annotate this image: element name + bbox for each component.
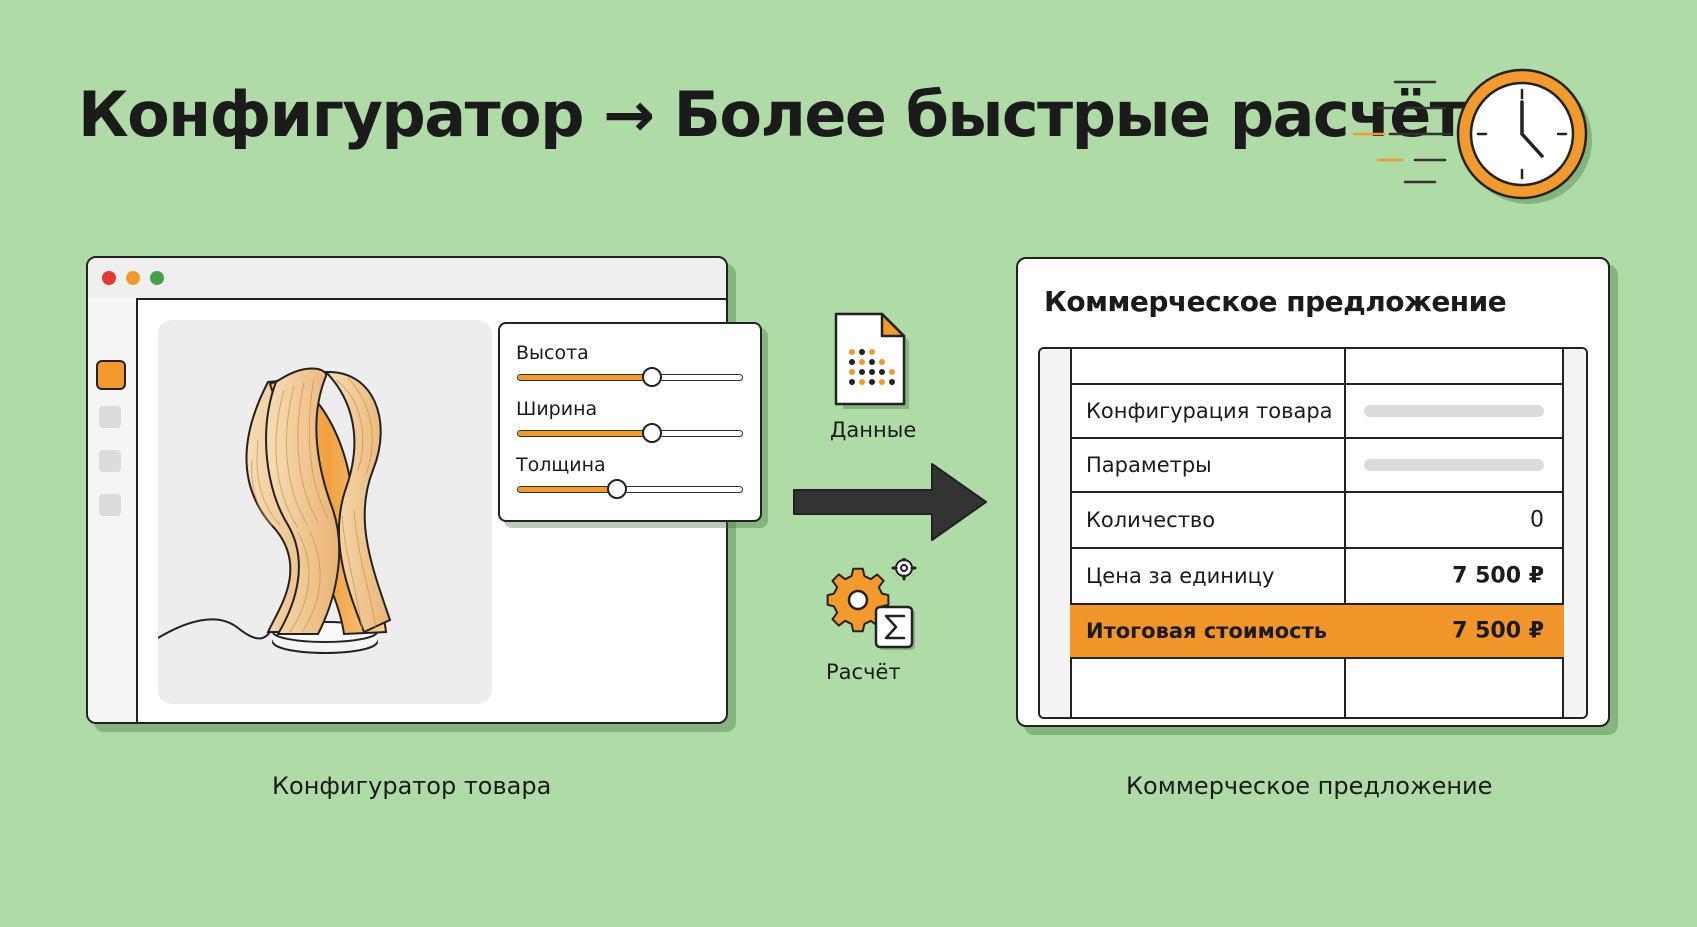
sigma-icon (874, 605, 914, 649)
width-slider-fill (518, 431, 653, 436)
width-slider-thumb[interactable] (642, 423, 663, 443)
caption-configurator: Конфигуратор товара (272, 772, 552, 800)
thickness-slider-thumb[interactable] (606, 479, 627, 499)
slider-label-thickness: Толщина (516, 454, 606, 476)
sidebar-item[interactable] (99, 450, 121, 472)
quantity-value: 0 (1530, 507, 1544, 533)
table-row: Цена за единицу 7 500 ₽ (1070, 549, 1564, 605)
height-slider[interactable] (517, 367, 743, 387)
thickness-slider-fill (518, 487, 617, 492)
gear-icon (826, 558, 917, 650)
quote-title: Коммерческое предложение (1044, 285, 1507, 318)
width-slider[interactable] (517, 423, 743, 443)
page-title: Конфигуратор → Более быстрые расчёты (78, 78, 1520, 151)
total-value: 7 500 ₽ (1452, 618, 1544, 644)
thickness-slider[interactable] (517, 479, 743, 499)
table-empty-row (1070, 659, 1564, 717)
table-row: Параметры (1070, 439, 1564, 493)
row-label: Конфигурация товара (1086, 399, 1333, 423)
slider-label-width: Ширина (516, 398, 598, 420)
total-row: Итоговая стоимость 7 500 ₽ (1070, 605, 1564, 659)
row-label: Количество (1086, 508, 1216, 532)
quote-card: Коммерческое предложение Конфигурация то… (1016, 257, 1610, 727)
table-row: Конфигурация товара (1070, 385, 1564, 439)
data-label: Данные (830, 418, 917, 442)
dimension-sliders-panel: Высота Ширина Толщина (498, 322, 762, 522)
sidebar-item[interactable] (99, 406, 121, 428)
table-header-row (1070, 349, 1564, 385)
product-preview (158, 320, 492, 704)
table-gutter-right (1562, 349, 1586, 717)
total-label: Итоговая стоимость (1086, 619, 1328, 643)
slider-label-height: Высота (516, 342, 589, 364)
window-titlebar (88, 258, 726, 300)
caption-quote: Коммерческое предложение (1126, 772, 1493, 800)
unit-price-value: 7 500 ₽ (1452, 563, 1544, 589)
row-label: Цена за единицу (1086, 564, 1275, 588)
value-placeholder (1364, 459, 1544, 471)
calc-label: Расчёт (826, 660, 901, 684)
window-maximize-dot[interactable] (150, 271, 164, 285)
table-gutter-left (1040, 349, 1072, 717)
value-placeholder (1364, 405, 1544, 417)
configurator-sidebar (88, 298, 138, 722)
sidebar-item-active[interactable] (96, 360, 126, 390)
height-slider-fill (518, 375, 653, 380)
clock-icon (1352, 68, 1592, 204)
quote-table: Конфигурация товара Параметры Количество… (1038, 347, 1588, 719)
arrow-right-icon (793, 463, 987, 541)
sidebar-item[interactable] (99, 494, 121, 516)
window-close-dot[interactable] (102, 271, 116, 285)
window-minimize-dot[interactable] (126, 271, 140, 285)
lamp-illustration (158, 367, 392, 654)
document-data-icon (834, 312, 909, 409)
row-label: Параметры (1086, 453, 1212, 477)
table-row: Количество 0 (1070, 493, 1564, 549)
height-slider-thumb[interactable] (642, 367, 663, 387)
